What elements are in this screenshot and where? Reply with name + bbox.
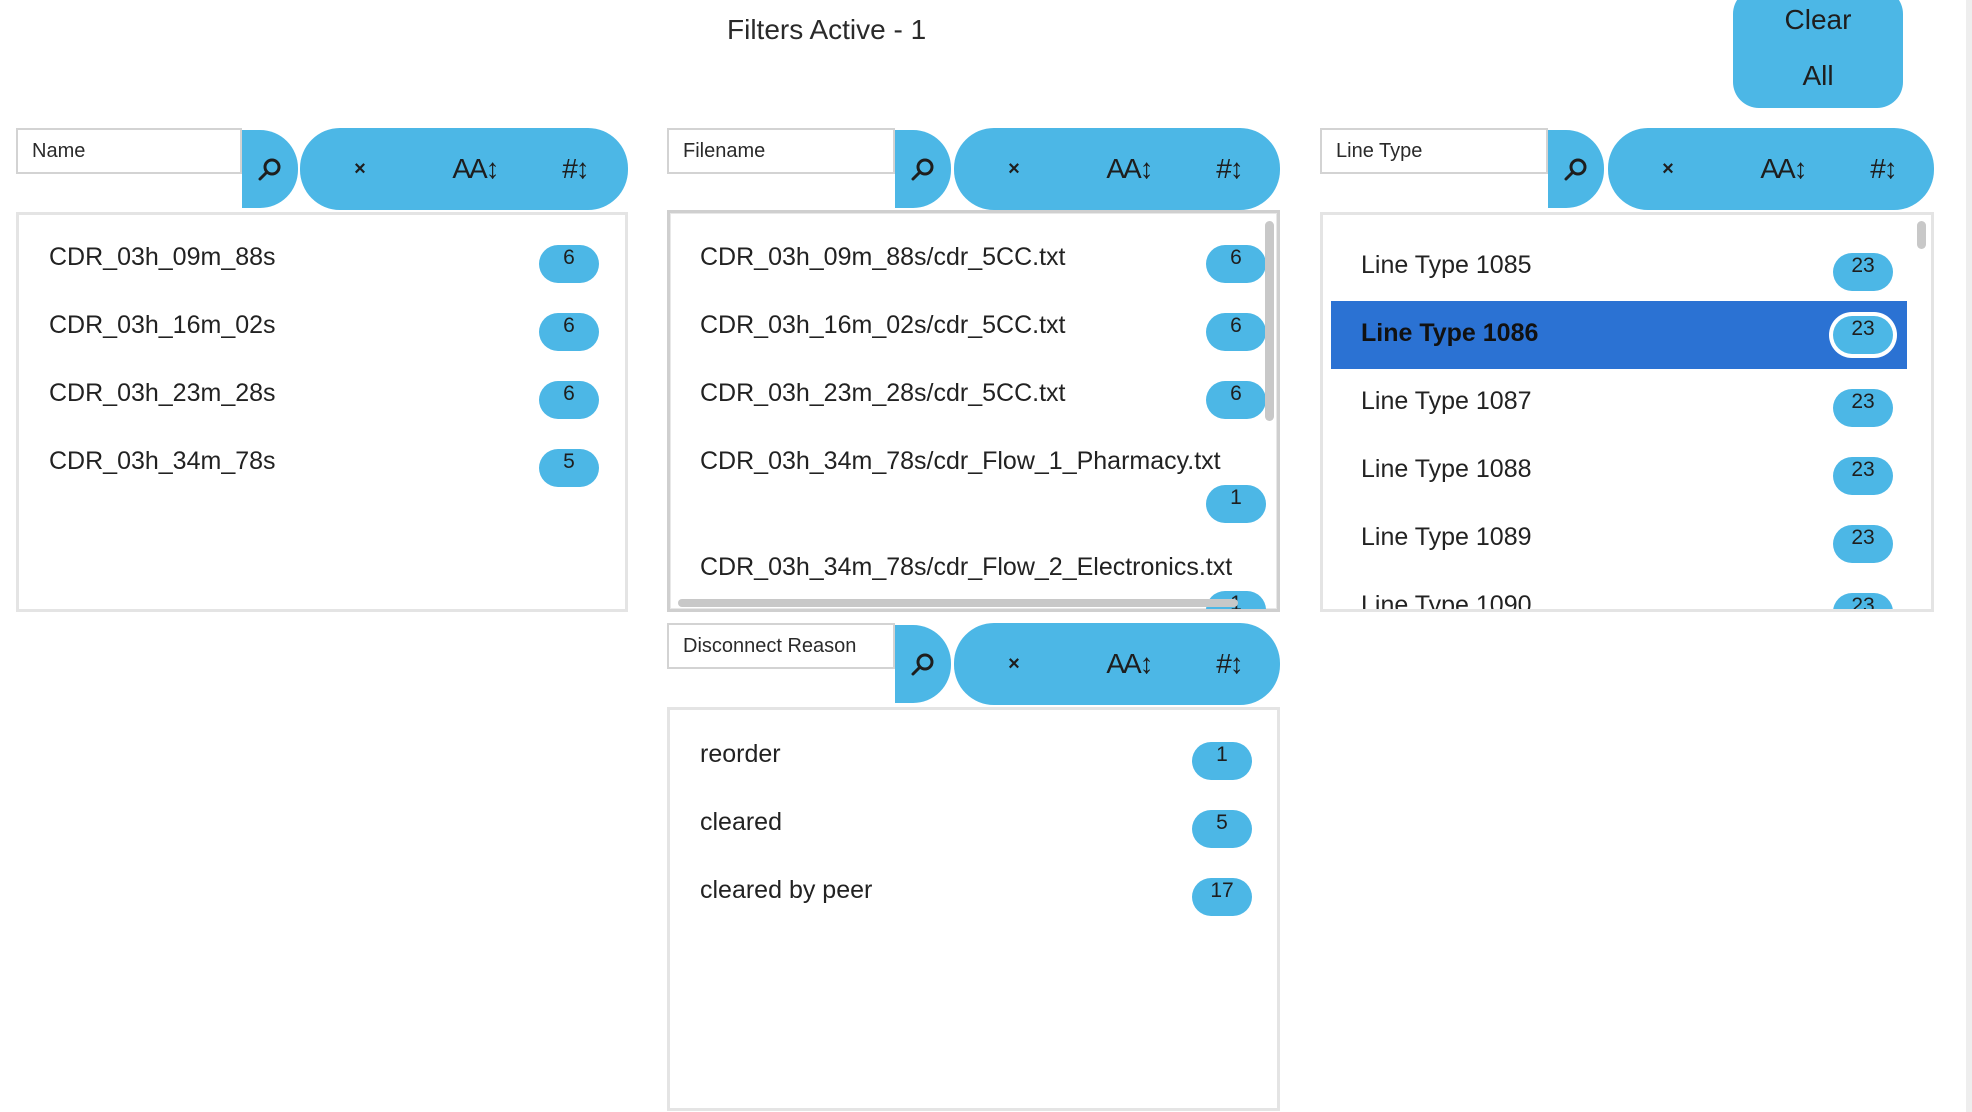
- count-badge: 23: [1833, 316, 1893, 354]
- line-type-vertical-scrollbar[interactable]: [1917, 221, 1926, 249]
- list-item[interactable]: CDR_03h_16m_02s/cdr_5CC.txt 6: [670, 293, 1277, 361]
- list-item[interactable]: Line Type 1085 23: [1331, 233, 1907, 301]
- search-icon: [1564, 158, 1587, 181]
- list-item[interactable]: CDR_03h_09m_88s/cdr_5CC.txt 6: [670, 225, 1277, 293]
- count-badge: 6: [1206, 245, 1266, 283]
- close-icon: ×: [354, 157, 366, 180]
- disconnect-reason-search-input[interactable]: Disconnect Reason: [667, 623, 895, 669]
- sort-alpha-icon: AA↕: [1760, 153, 1807, 184]
- count-badge: 6: [539, 381, 599, 419]
- name-search-button[interactable]: [242, 130, 298, 208]
- list-item-selected[interactable]: Line Type 1086 23: [1331, 301, 1907, 369]
- filename-search-input[interactable]: Filename: [667, 128, 895, 174]
- filename-sort-alpha-button[interactable]: AA↕: [1094, 128, 1164, 210]
- list-item[interactable]: CDR_03h_23m_28s/cdr_5CC.txt 6: [670, 361, 1277, 429]
- count-badge: 5: [539, 449, 599, 487]
- list-item[interactable]: CDR_03h_09m_88s 6: [19, 225, 625, 293]
- disconnect-reason-search-button[interactable]: [895, 625, 951, 703]
- sort-count-icon: #↕: [1870, 153, 1898, 184]
- name-sort-alpha-button[interactable]: AA↕: [440, 128, 510, 210]
- list-item[interactable]: CDR_03h_34m_78s/cdr_Flow_2_Electronics.t…: [670, 535, 1277, 609]
- filename-vertical-scrollbar[interactable]: [1265, 221, 1274, 421]
- count-badge: 6: [539, 245, 599, 283]
- name-search-input[interactable]: Name: [16, 128, 242, 174]
- list-item[interactable]: CDR_03h_23m_28s 6: [19, 361, 625, 429]
- filename-toolbar: × AA↕ #↕: [954, 128, 1280, 210]
- clear-all-button[interactable]: Clear All: [1733, 0, 1903, 108]
- sort-alpha-icon: AA↕: [1106, 153, 1153, 184]
- count-badge: 1: [1192, 742, 1252, 780]
- count-badge: 5: [1192, 810, 1252, 848]
- line-type-search-input[interactable]: Line Type: [1320, 128, 1548, 174]
- filename-list[interactable]: CDR_03h_09m_88s/cdr_5CC.txt 6 CDR_03h_16…: [667, 210, 1280, 612]
- count-badge: 23: [1833, 457, 1893, 495]
- disconnect-reason-clear-button[interactable]: ×: [994, 623, 1034, 705]
- filters-active-label: Filters Active - 1: [727, 14, 927, 45]
- list-item[interactable]: Line Type 1088 23: [1331, 437, 1907, 505]
- search-icon: [911, 653, 934, 676]
- clear-all-label-line1: Clear: [1784, 4, 1852, 35]
- line-type-clear-button[interactable]: ×: [1648, 128, 1688, 210]
- close-icon: ×: [1662, 157, 1674, 180]
- search-icon: [258, 158, 281, 181]
- list-item[interactable]: cleared 5: [670, 790, 1277, 858]
- name-list: CDR_03h_09m_88s 6 CDR_03h_16m_02s 6 CDR_…: [16, 212, 628, 612]
- line-type-sort-count-button[interactable]: #↕: [1848, 128, 1918, 210]
- line-type-search-button[interactable]: [1548, 130, 1604, 208]
- window-edge: [1966, 0, 1972, 1112]
- name-clear-button[interactable]: ×: [340, 128, 380, 210]
- disconnect-reason-toolbar: × AA↕ #↕: [954, 623, 1280, 705]
- count-badge: 23: [1833, 253, 1893, 291]
- list-item[interactable]: CDR_03h_34m_78s 5: [19, 429, 625, 497]
- clear-all-label-line2: All: [1802, 60, 1834, 91]
- filename-clear-button[interactable]: ×: [994, 128, 1034, 210]
- disconnect-reason-list: reorder 1 cleared 5 cleared by peer 17: [667, 707, 1280, 1111]
- disconnect-reason-sort-count-button[interactable]: #↕: [1194, 623, 1264, 705]
- list-item[interactable]: cleared by peer 17: [670, 858, 1277, 926]
- sort-count-icon: #↕: [1216, 153, 1244, 184]
- count-badge: 23: [1833, 389, 1893, 427]
- count-badge: 6: [539, 313, 599, 351]
- list-item[interactable]: Line Type 1090 23: [1331, 573, 1907, 609]
- disconnect-reason-sort-alpha-button[interactable]: AA↕: [1094, 623, 1164, 705]
- count-badge: 17: [1192, 878, 1252, 916]
- count-badge: 23: [1833, 593, 1893, 609]
- line-type-toolbar: × AA↕ #↕: [1608, 128, 1934, 210]
- sort-count-icon: #↕: [1216, 648, 1244, 679]
- sort-alpha-icon: AA↕: [1106, 648, 1153, 679]
- close-icon: ×: [1008, 652, 1020, 675]
- line-type-list: Line Type 1085 23 Line Type 1086 23 Line…: [1320, 212, 1934, 612]
- count-badge: 1: [1206, 485, 1266, 523]
- sort-alpha-icon: AA↕: [452, 153, 499, 184]
- filename-search-button[interactable]: [895, 130, 951, 208]
- count-badge: 23: [1833, 525, 1893, 563]
- search-icon: [911, 158, 934, 181]
- count-badge: 6: [1206, 313, 1266, 351]
- list-item[interactable]: Line Type 1089 23: [1331, 505, 1907, 573]
- sort-count-icon: #↕: [562, 153, 590, 184]
- filename-horizontal-scrollbar[interactable]: [678, 599, 1238, 607]
- filename-sort-count-button[interactable]: #↕: [1194, 128, 1264, 210]
- list-item[interactable]: reorder 1: [670, 722, 1277, 790]
- count-badge: 6: [1206, 381, 1266, 419]
- list-item[interactable]: CDR_03h_34m_78s/cdr_Flow_1_Pharmacy.txt …: [670, 429, 1277, 529]
- close-icon: ×: [1008, 157, 1020, 180]
- name-toolbar: × AA↕ #↕: [300, 128, 628, 210]
- line-type-sort-alpha-button[interactable]: AA↕: [1748, 128, 1818, 210]
- list-item[interactable]: Line Type 1087 23: [1331, 369, 1907, 437]
- list-item[interactable]: CDR_03h_16m_02s 6: [19, 293, 625, 361]
- name-sort-count-button[interactable]: #↕: [540, 128, 610, 210]
